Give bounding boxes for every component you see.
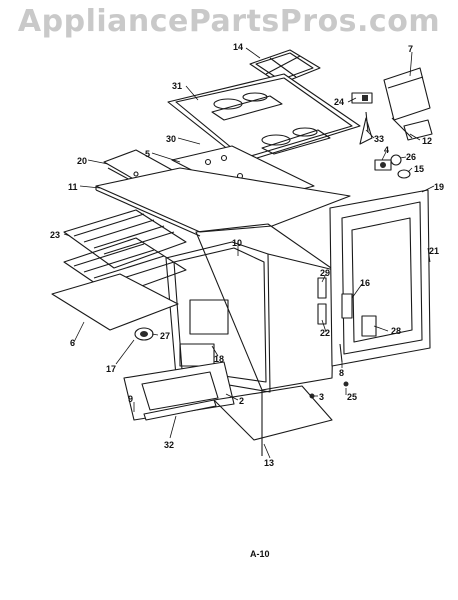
part-23-rack xyxy=(63,209,187,297)
callout-6: 6 xyxy=(70,338,75,348)
callout-23: 23 xyxy=(50,230,60,240)
part-8-screw xyxy=(339,343,343,363)
callout-29: 29 xyxy=(320,268,330,278)
part-25-fastener xyxy=(343,381,349,387)
part-22-bracket xyxy=(317,303,327,325)
callout-5: 5 xyxy=(145,149,150,159)
part-28-hinge-receptacle xyxy=(361,315,377,337)
callout-20: 20 xyxy=(77,156,87,166)
watermark-logo: AppliancePartsPros.com xyxy=(17,4,441,39)
leader-lines xyxy=(63,47,435,459)
part-4-switch xyxy=(374,159,392,171)
callout-31: 31 xyxy=(172,81,182,91)
callout-15: 15 xyxy=(414,164,424,174)
callout-24: 24 xyxy=(334,97,344,107)
part-33-igniter xyxy=(359,111,373,145)
callout-8: 8 xyxy=(339,368,344,378)
callout-30: 30 xyxy=(166,134,176,144)
part-26-knob xyxy=(390,154,402,166)
callout-labels: 14 7 31 24 33 12 30 4 26 15 5 20 19 11 2… xyxy=(50,42,444,468)
callout-27: 27 xyxy=(160,331,170,341)
part-3-fastener xyxy=(309,393,315,399)
callout-18: 18 xyxy=(214,354,224,364)
callout-11: 11 xyxy=(68,182,78,192)
part-21-oven-door xyxy=(329,189,431,367)
callout-22: 22 xyxy=(320,328,330,338)
callout-13: 13 xyxy=(264,458,274,468)
callout-32: 32 xyxy=(164,440,174,450)
part-32-drawer-slide xyxy=(143,399,217,421)
callout-4: 4 xyxy=(384,145,389,155)
part-29-bracket xyxy=(317,277,327,299)
part-11-top-panel xyxy=(95,167,351,237)
part-7-backguard xyxy=(383,67,433,141)
part-31-cooktop xyxy=(167,73,361,163)
callout-9: 9 xyxy=(128,394,133,404)
part-6-oven-bottom xyxy=(51,273,179,331)
callout-33: 33 xyxy=(374,134,384,144)
callout-3: 3 xyxy=(319,392,324,402)
part-24-valve xyxy=(351,92,373,104)
page-code: A-10 xyxy=(250,549,270,559)
part-16-hinge xyxy=(341,293,353,319)
callout-26: 26 xyxy=(406,152,416,162)
part-15-knob xyxy=(397,169,411,179)
callout-25: 25 xyxy=(347,392,357,402)
callout-7: 7 xyxy=(408,44,413,54)
callout-16: 16 xyxy=(360,278,370,288)
part-base xyxy=(213,385,333,456)
callout-17: 17 xyxy=(106,364,116,374)
callout-12: 12 xyxy=(422,136,432,146)
callout-10: 10 xyxy=(232,238,242,248)
callout-21: 21 xyxy=(429,246,439,256)
callout-14: 14 xyxy=(233,42,243,52)
part-27-burner xyxy=(134,327,154,341)
callout-19: 19 xyxy=(434,182,444,192)
callout-2: 2 xyxy=(239,396,244,406)
callout-28: 28 xyxy=(391,326,401,336)
